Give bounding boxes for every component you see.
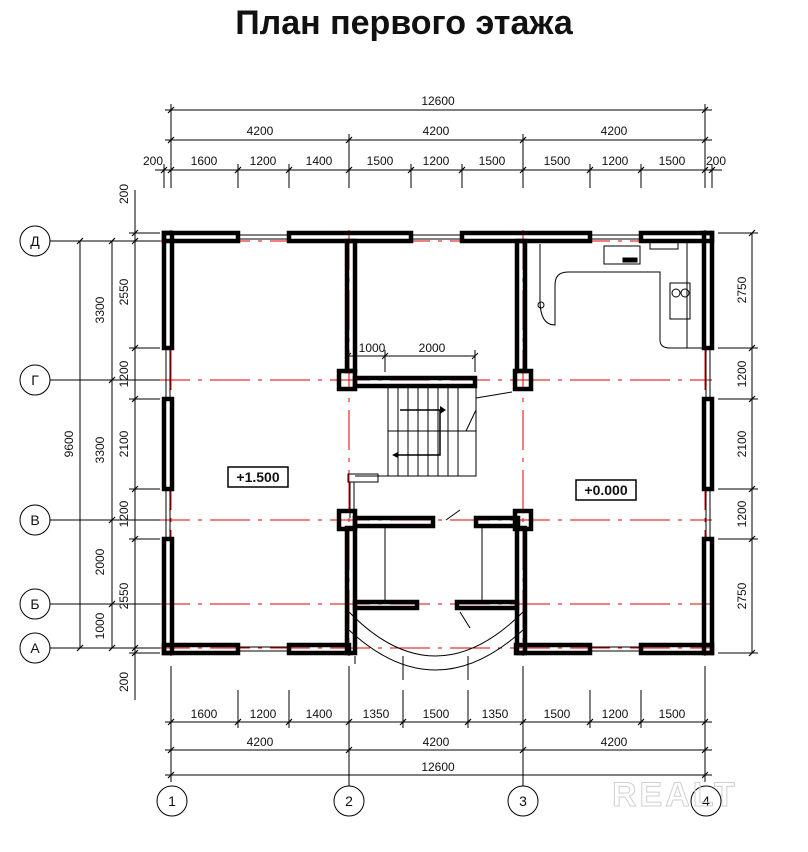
dim-top-detail: 1200 <box>423 154 450 168</box>
dim-right: 1200 <box>735 500 749 527</box>
dim-right: 2750 <box>735 582 749 609</box>
dim-top-detail: 200 <box>143 154 163 168</box>
wall-vestibule-left <box>352 599 420 611</box>
dim-left-inner: 200 <box>117 184 131 204</box>
wall-right-3 <box>701 536 715 656</box>
stair-dim-2000: 2000 <box>419 341 446 355</box>
dim-bottom-bay-1: 4200 <box>247 735 274 749</box>
staircase <box>347 385 513 518</box>
kitchen-fixtures <box>537 240 704 349</box>
dim-left-inner: 200 <box>117 672 131 692</box>
wall-right-1 <box>701 230 715 351</box>
wall-left-1 <box>161 230 175 351</box>
dim-left-outer: 3300 <box>93 436 107 463</box>
dim-top-detail: 1400 <box>306 154 333 168</box>
dim-bottom-overall: 12600 <box>421 760 455 774</box>
stair-treads <box>397 386 477 476</box>
dim-left-inner: 2550 <box>117 582 131 609</box>
dim-bottom-detail: 1400 <box>306 707 333 721</box>
dim-top-detail: 1500 <box>659 154 686 168</box>
stair-dimensions <box>344 350 479 372</box>
wall-top-1 <box>161 230 241 244</box>
dim-bottom-detail: 1350 <box>482 707 509 721</box>
dim-bottom-bay-2: 4200 <box>423 735 450 749</box>
axis-row-label: Б <box>30 596 39 612</box>
wall-hall-right <box>473 515 521 529</box>
wall-hall-left <box>352 515 436 529</box>
dim-bottom-detail: 1200 <box>250 707 277 721</box>
axis-row-label: А <box>30 640 40 656</box>
dim-top-overall: 12600 <box>421 94 455 108</box>
dim-bottom-detail: 1500 <box>544 707 571 721</box>
window-openings <box>165 234 711 652</box>
wall-top-4 <box>638 230 715 244</box>
dim-left-outer: 3300 <box>93 296 107 323</box>
axis-grid-lines <box>150 230 712 656</box>
dim-right-ticks <box>748 229 756 657</box>
dim-top-detail: 1200 <box>602 154 629 168</box>
axis-col-label: 2 <box>345 793 353 809</box>
hall-fixtures <box>348 509 524 680</box>
dim-right: 2750 <box>735 276 749 303</box>
axis-col-label: 1 <box>168 793 176 809</box>
wall-bottom-2 <box>286 642 352 656</box>
dim-bottom-lines <box>165 666 712 788</box>
dim-bottom-detail: 1500 <box>659 707 686 721</box>
dim-left-inner: 2550 <box>117 278 131 305</box>
dim-bottom-detail: 1600 <box>191 707 218 721</box>
dim-bottom-bay-3: 4200 <box>601 735 628 749</box>
axis-col-label: 4 <box>702 793 710 809</box>
watermark-logo: REALT <box>612 776 738 814</box>
level-mark-left: +1.500 <box>227 466 289 488</box>
dim-right: 1200 <box>735 360 749 387</box>
wall-bottom-1 <box>161 642 241 656</box>
dim-bottom-detail: 1350 <box>363 707 390 721</box>
level-mark-right: +0.000 <box>575 479 637 501</box>
axis-col-label: 3 <box>519 793 527 809</box>
wall-right-2 <box>701 396 715 492</box>
dim-top-detail: 200 <box>706 154 726 168</box>
level-left-text: +1.500 <box>236 469 279 485</box>
dim-top-detail: 1500 <box>479 154 506 168</box>
dim-top-detail: 1500 <box>544 154 571 168</box>
page-title: План первого этажа <box>235 4 573 42</box>
row-axis-markers <box>19 225 106 664</box>
wall-left-3 <box>161 536 175 656</box>
walls <box>161 230 715 656</box>
axis-row-label: Д <box>30 233 40 249</box>
dim-left-inner: 1200 <box>117 500 131 527</box>
dim-left-inner: 2100 <box>117 430 131 457</box>
axis-row-label: В <box>30 512 39 528</box>
dim-left-overall: 9600 <box>62 430 76 457</box>
dim-top-detail: 1200 <box>250 154 277 168</box>
dim-bottom-detail: 1500 <box>423 707 450 721</box>
dim-top-lines <box>155 104 722 188</box>
column-axis-markers <box>156 785 722 817</box>
dim-bottom-ticks <box>167 718 709 779</box>
dim-top-ticks <box>160 106 716 174</box>
dim-left-ticks <box>76 229 139 657</box>
dim-top-bay-1: 4200 <box>247 124 274 138</box>
wall-int-3-upper <box>514 238 528 374</box>
wall-bottom-4 <box>638 642 715 656</box>
dim-right: 2100 <box>735 430 749 457</box>
dim-top-bay-2: 4200 <box>423 124 450 138</box>
wall-vestibule-right <box>454 599 520 611</box>
axis-row-label: Г <box>31 372 39 388</box>
wall-left-2 <box>161 396 175 492</box>
dim-top-bay-3: 4200 <box>601 124 628 138</box>
dim-left-outer: 1000 <box>93 612 107 639</box>
dim-left-inner: 1200 <box>117 360 131 387</box>
dim-left-outer: 2000 <box>93 548 107 575</box>
dim-top-detail: 1500 <box>367 154 394 168</box>
dim-top-detail: 1600 <box>191 154 218 168</box>
level-right-text: +0.000 <box>584 482 627 498</box>
stair-dim-1000: 1000 <box>359 341 386 355</box>
wall-stair-top <box>352 375 478 389</box>
dim-bottom-detail: 1200 <box>602 707 629 721</box>
column-3g <box>512 368 534 392</box>
